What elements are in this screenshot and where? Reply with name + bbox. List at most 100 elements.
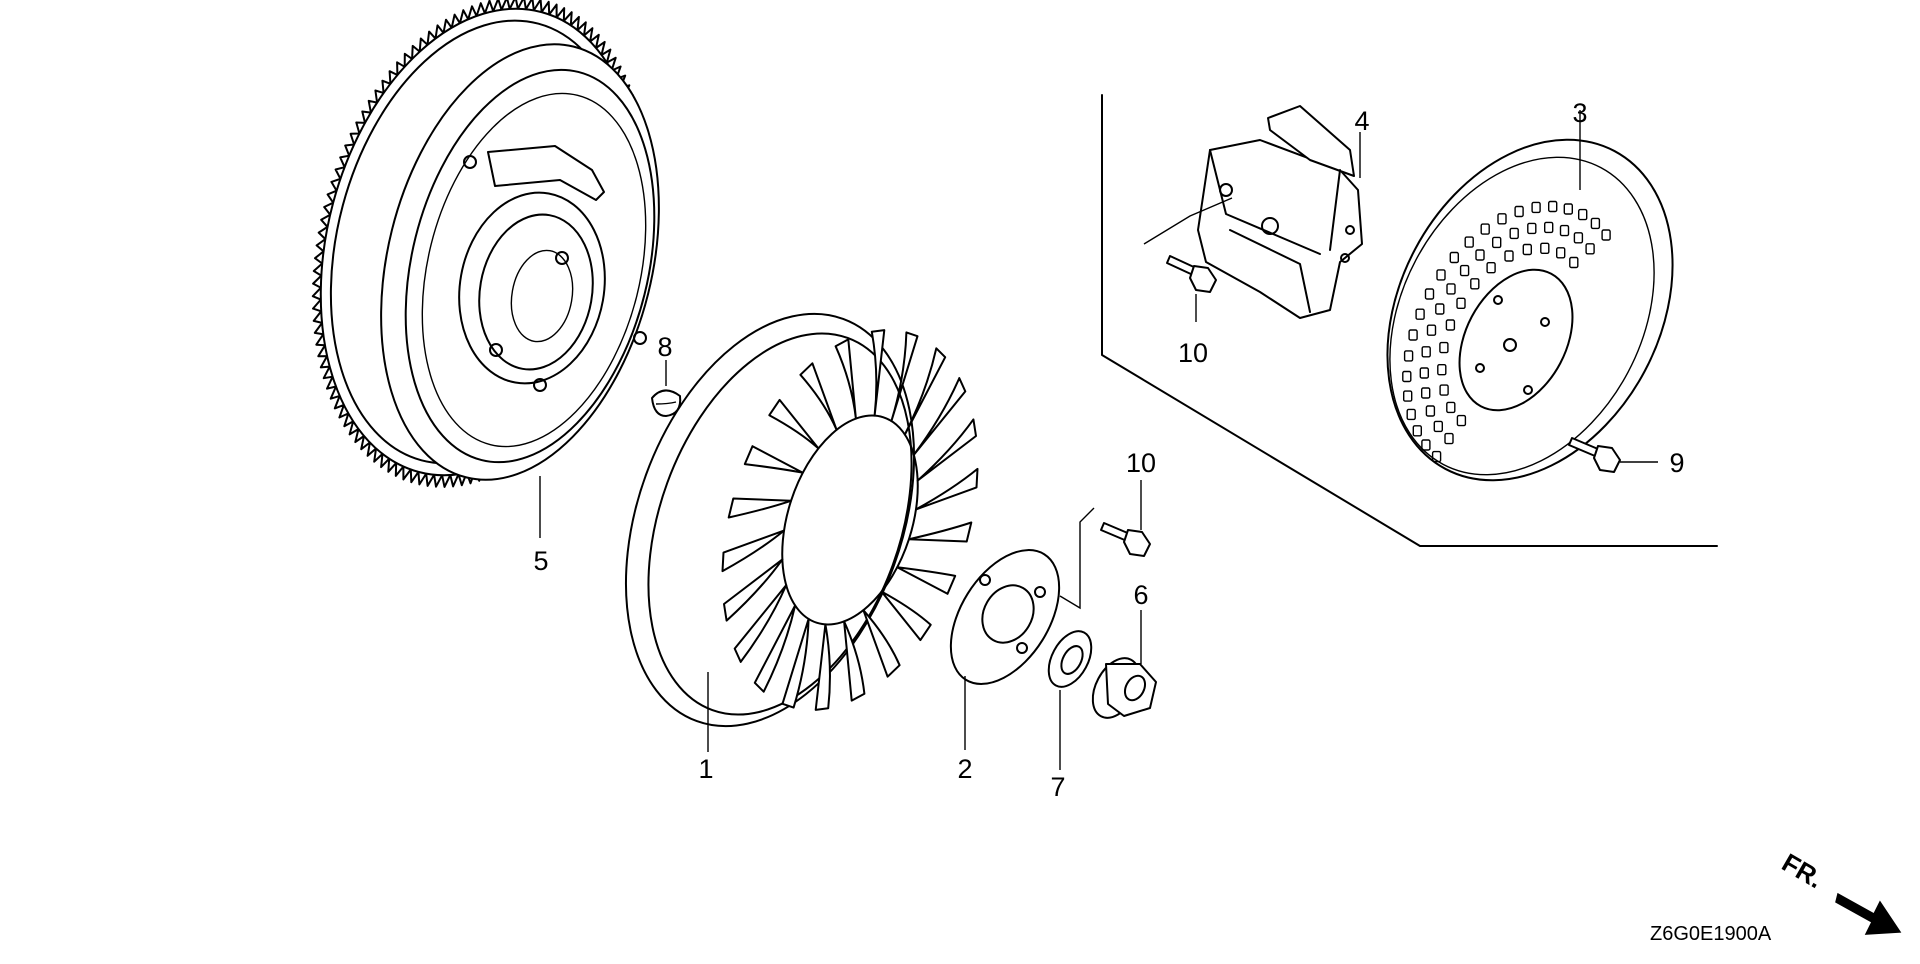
- disc-vent-slot: [1522, 243, 1533, 256]
- disc-vent-slot: [1439, 384, 1449, 396]
- drawing-code: Z6G0E1900A: [1650, 923, 1772, 945]
- disc-vent-slot: [1412, 425, 1423, 437]
- disc-vent-slot: [1431, 450, 1442, 463]
- fan-blade: [799, 362, 838, 431]
- callout-6: 6: [1133, 580, 1148, 610]
- callout-3: 3: [1572, 98, 1587, 128]
- disc-vent-slot: [1426, 324, 1437, 336]
- disc-vent-slot: [1425, 405, 1436, 417]
- disc-vent-slot: [1464, 236, 1474, 248]
- fan-blade: [896, 566, 957, 595]
- bracket-bolt-part: [1143, 197, 1233, 322]
- disc-vent-slot: [1559, 224, 1570, 237]
- disc-vent-slot: [1456, 297, 1466, 309]
- disc-vent-slot: [1402, 390, 1413, 402]
- callout-1: 1: [698, 754, 713, 784]
- disc-vent-slot: [1449, 251, 1460, 264]
- washer-part: [1047, 630, 1093, 770]
- disc-vent-slot: [1531, 201, 1541, 214]
- disc-vent-slot: [1573, 232, 1584, 244]
- fan-blade: [915, 467, 979, 511]
- fan-blade: [890, 331, 919, 423]
- callout-10-lower: 10: [1126, 448, 1156, 478]
- fan-blade: [743, 445, 804, 474]
- disc-vent-slot: [1540, 242, 1550, 255]
- disc-vent-slot: [1585, 243, 1595, 255]
- disc-vent-slot: [1543, 221, 1554, 234]
- disc-vent-slot: [1590, 217, 1601, 230]
- disc-vent-slot: [1421, 346, 1431, 358]
- fan-plate-part: [949, 549, 1061, 750]
- fan-blade: [843, 620, 866, 702]
- disc-vent-slot: [1470, 278, 1480, 290]
- callout-9: 9: [1669, 448, 1684, 478]
- disc-vent-slot: [1406, 408, 1416, 421]
- fan-blade: [862, 609, 901, 678]
- disc-vent-slot: [1403, 350, 1414, 362]
- fan-bolt-part: [1059, 480, 1151, 610]
- fan-blade: [814, 623, 831, 711]
- disc-vent-slot: [1437, 364, 1447, 376]
- disc-vent-slot: [1436, 269, 1446, 281]
- disc-vent-slot: [1420, 387, 1431, 399]
- disc-vent-slot: [1491, 236, 1502, 249]
- fan-blade: [723, 558, 784, 622]
- bracket-part: [1197, 105, 1363, 319]
- inset-frame: [1101, 94, 1718, 547]
- disc-vent-slot: [1547, 200, 1558, 213]
- callout-8: 8: [657, 332, 672, 362]
- disc-vent-slot: [1497, 213, 1507, 225]
- callout-2: 2: [957, 754, 972, 784]
- disc-vent-slot: [1527, 222, 1537, 235]
- callout-10-upper: 10: [1178, 338, 1208, 368]
- fan-blade: [908, 521, 973, 543]
- fan-blade: [721, 529, 785, 573]
- fan-blade: [834, 338, 857, 420]
- front-arrow-icon: [1835, 892, 1902, 935]
- disc-vent-slot: [1446, 283, 1456, 295]
- front-direction-indicator: FR.: [1777, 847, 1902, 935]
- fan-blade: [912, 377, 967, 456]
- disc-vent-slot: [1601, 229, 1611, 241]
- fan-blade: [753, 604, 797, 693]
- disc-bolt-part: [1568, 437, 1658, 473]
- callout-labels: 1 2 3 4 5 6 7 8 9 10 10: [533, 98, 1684, 802]
- front-direction-label: FR.: [1777, 847, 1828, 894]
- fan-blade: [903, 347, 947, 436]
- cooling-fan-part: [624, 312, 979, 752]
- rotor-disc-part: [1386, 110, 1674, 482]
- callout-4: 4: [1354, 106, 1369, 136]
- disc-vent-slot: [1577, 208, 1588, 221]
- callout-5: 5: [533, 546, 548, 576]
- disc-vent-slot: [1563, 203, 1574, 215]
- disc-vent-slot: [1486, 262, 1496, 274]
- disc-vent-slot: [1504, 250, 1514, 262]
- disc-vent-slot: [1555, 247, 1566, 259]
- fan-blade: [733, 584, 788, 663]
- disc-vent-slot: [1456, 414, 1467, 427]
- disc-vent-slot: [1445, 319, 1456, 331]
- disc-vent-slot: [1446, 401, 1456, 414]
- disc-vent-slot: [1419, 367, 1430, 379]
- fan-blade: [727, 497, 792, 519]
- disc-vent-slot: [1424, 288, 1435, 300]
- disc-vent-slot: [1475, 249, 1485, 261]
- disc-vent-slot: [1435, 303, 1445, 315]
- fan-blade: [916, 418, 977, 482]
- fan-blade: [768, 398, 820, 450]
- disc-vent-slot: [1439, 341, 1449, 354]
- fan-blade: [880, 590, 932, 642]
- disc-vent-slot: [1514, 205, 1524, 218]
- callout-7: 7: [1050, 772, 1065, 802]
- disc-vent-slot: [1408, 329, 1418, 341]
- disc-vent-slot: [1569, 256, 1579, 269]
- disc-vent-slot: [1421, 439, 1431, 451]
- disc-vent-slot: [1402, 370, 1412, 383]
- disc-vent-slot: [1480, 223, 1490, 235]
- fan-blade: [781, 617, 810, 709]
- disc-vent-slot: [1459, 264, 1470, 277]
- flange-nut-part: [1091, 610, 1157, 719]
- woodruff-key-part: [651, 360, 682, 417]
- fan-blade: [870, 329, 886, 417]
